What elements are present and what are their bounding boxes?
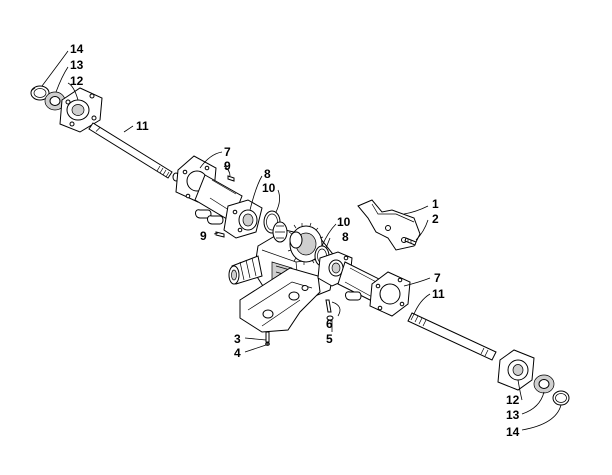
callout-6: 6	[326, 317, 333, 331]
bearing-housing-left	[59, 87, 103, 133]
callout-8-right: 8	[342, 230, 349, 244]
axle-shaft-lower	[407, 312, 497, 361]
callout-11-lower: 11	[432, 287, 445, 301]
callout-2: 2	[432, 212, 439, 226]
flange-block-left	[223, 199, 263, 239]
callout-9-upper: 9	[224, 159, 231, 173]
callout-13-upper: 13	[70, 58, 84, 72]
callout-10-left: 10	[262, 181, 276, 195]
callout-4: 4	[234, 346, 241, 360]
bearing-housing-right	[497, 349, 535, 391]
callout-8-left: 8	[264, 167, 271, 181]
axle-shaft-upper	[88, 122, 180, 182]
callout-12-upper: 12	[70, 74, 84, 88]
bolt-6	[325, 299, 334, 321]
callout-7-left: 7	[224, 145, 231, 159]
bearing-right	[533, 374, 555, 394]
bearing-left	[44, 91, 66, 111]
callout-13-lower: 13	[506, 408, 520, 422]
snap-ring-left	[30, 85, 50, 101]
callout-10-right: 10	[337, 215, 351, 229]
flange-gasket-right	[369, 271, 411, 317]
bolt-lower	[215, 231, 225, 238]
bracket-bolt	[404, 237, 417, 246]
callout-1: 1	[432, 197, 439, 211]
skid-plate	[239, 267, 321, 333]
pinion-yoke	[228, 255, 263, 285]
bolt-3	[265, 331, 270, 346]
bolt-upper	[227, 175, 235, 182]
leader-lines	[41, 50, 562, 431]
callout-14-lower: 14	[506, 425, 520, 439]
callout-12-lower: 12	[506, 393, 520, 407]
snap-ring-right	[552, 390, 570, 406]
callout-7-right: 7	[434, 271, 441, 285]
callout-3: 3	[234, 332, 241, 346]
callout-11-upper: 11	[136, 119, 149, 133]
callout-14-upper: 14	[70, 42, 84, 56]
callout-9-lower: 9	[200, 229, 207, 243]
callout-5: 5	[326, 332, 333, 346]
